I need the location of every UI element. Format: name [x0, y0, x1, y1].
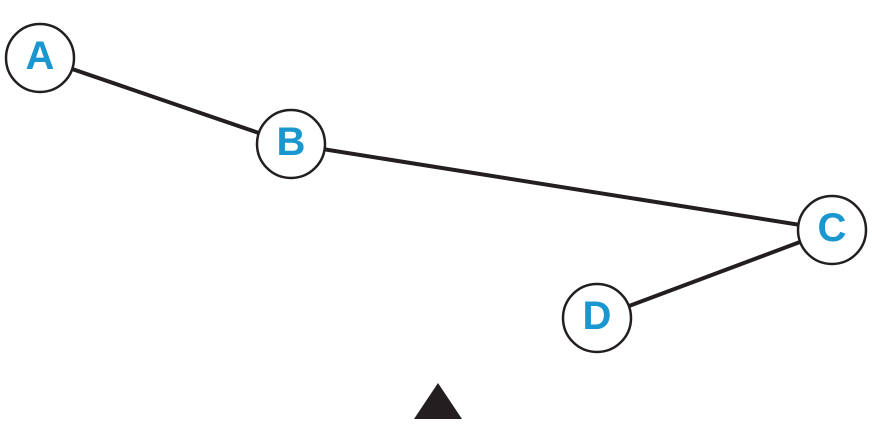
- node-b-label: B: [277, 120, 306, 164]
- edges-layer: [38, 56, 834, 320]
- node-d-circle: [561, 282, 633, 354]
- node-d-label: D: [583, 294, 612, 338]
- node-c: C: [796, 194, 868, 266]
- edge-c-d: [595, 228, 834, 320]
- node-b: B: [255, 108, 327, 180]
- edge-a-b: [38, 56, 293, 146]
- node-b-circle: [255, 108, 327, 180]
- triangle-up-icon: [414, 383, 462, 419]
- node-a: A: [4, 22, 76, 94]
- node-c-label: C: [818, 206, 847, 250]
- node-c-circle: [796, 194, 868, 266]
- node-a-circle: [4, 22, 76, 94]
- node-a-label: A: [26, 34, 55, 78]
- node-d: D: [561, 282, 633, 354]
- edge-b-c: [289, 142, 834, 232]
